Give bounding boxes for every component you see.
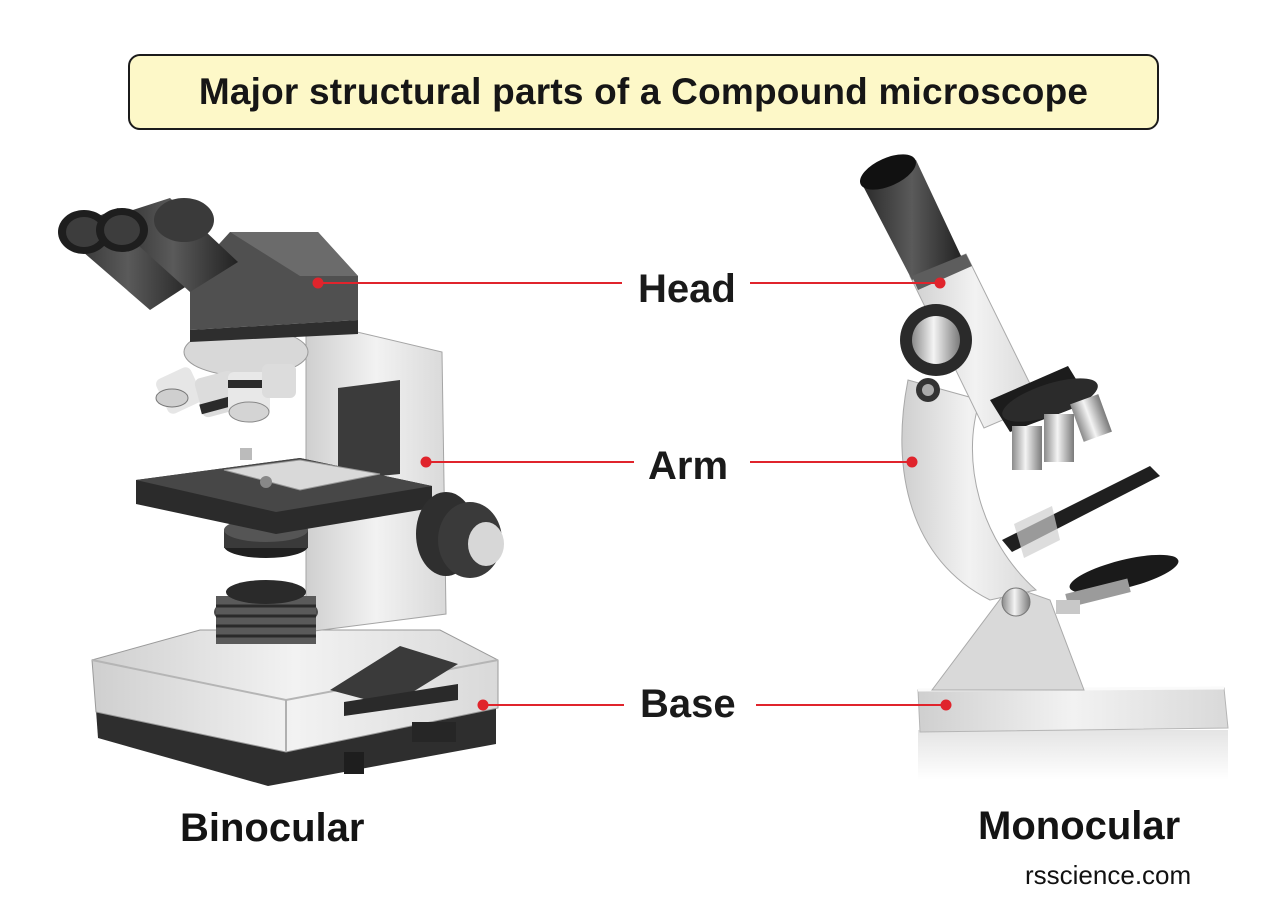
pointer-dot-base-right	[940, 699, 952, 711]
part-label-arm: Arm	[648, 444, 729, 488]
diagram-title: Major structural parts of a Compound mic…	[198, 71, 1089, 112]
pointer-dot-base-left	[477, 699, 489, 711]
source-credit: rsscience.com	[1025, 860, 1192, 890]
caption-monocular: Monocular	[978, 804, 1181, 848]
pointer-lines	[312, 277, 952, 711]
pointer-dot-arm-right	[906, 456, 918, 468]
binocular-microscope	[58, 198, 504, 786]
pointer-dot-head-right	[934, 277, 946, 289]
pointer-dot-arm-left	[420, 456, 432, 468]
part-label-base: Base	[640, 682, 736, 726]
title-box: Major structural parts of a Compound mic…	[128, 54, 1159, 130]
pointer-dot-head-left	[312, 277, 324, 289]
monocular-microscope	[860, 154, 1229, 780]
caption-binocular: Binocular	[180, 806, 365, 850]
part-label-head: Head	[638, 267, 736, 311]
